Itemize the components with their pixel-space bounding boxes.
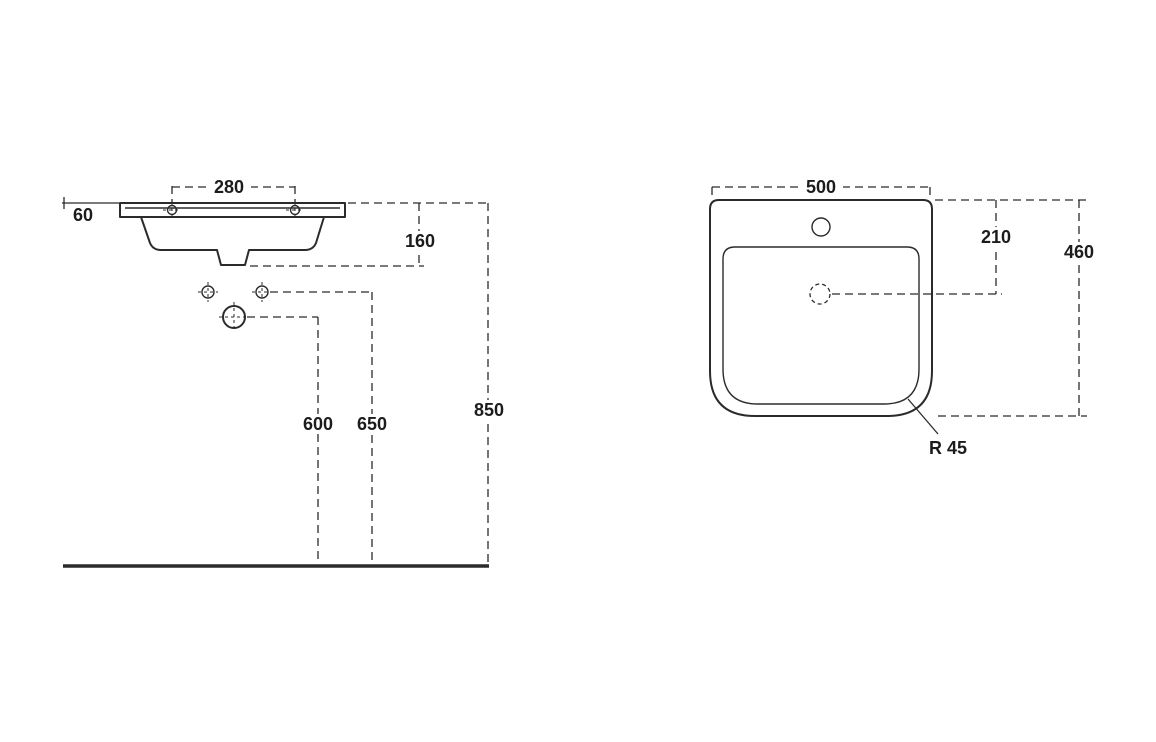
rim-screw-hole-right <box>286 202 304 218</box>
label-bg <box>799 177 843 197</box>
rim-outline <box>119 202 346 218</box>
radius-label: R 45 <box>929 438 967 458</box>
overflow-hole-circle <box>809 283 831 305</box>
dim-width: 500 <box>711 177 931 198</box>
label-bg <box>296 414 340 434</box>
dim-60-label: 60 <box>73 205 93 225</box>
side-view: 280 60 160 <box>62 177 512 568</box>
dim-corner-radius: R 45 <box>907 398 967 458</box>
dim-210-label: 210 <box>981 227 1011 247</box>
dim-rim-offset: 60 <box>62 197 119 225</box>
drain-outlet <box>219 302 249 332</box>
dim-650-label: 650 <box>357 414 387 434</box>
bowl-outline <box>140 216 325 266</box>
dim-160-label: 160 <box>405 231 435 251</box>
label-bg <box>974 227 1018 247</box>
label-bg <box>466 400 512 420</box>
dim-280-label: 280 <box>214 177 244 197</box>
fixing-hole-right <box>252 282 272 302</box>
dim-460-label: 460 <box>1064 242 1094 262</box>
label-bg <box>350 414 394 434</box>
label-bg <box>1057 242 1101 262</box>
fixing-hole-left <box>198 282 218 302</box>
bowl-front-outline <box>722 246 920 405</box>
dim-600-label: 600 <box>303 414 333 434</box>
dim-850-label: 850 <box>474 400 504 420</box>
rim-screw-hole-left <box>163 202 181 218</box>
basin-front-outline <box>709 199 933 417</box>
fixing-hole-circle <box>255 285 269 299</box>
dim-500-label: 500 <box>806 177 836 197</box>
dim-basin-depth: 160 <box>250 202 488 267</box>
label-bg <box>207 177 251 197</box>
dim-height: 460 <box>938 200 1101 417</box>
label-bg <box>398 231 442 251</box>
dim-rim-height: 850 <box>466 203 512 562</box>
dim-hole-spacing: 280 <box>171 177 296 202</box>
basin-side-profile <box>119 202 346 266</box>
dim-tap-to-overflow: 210 <box>832 199 1087 295</box>
dim-drain-height: 600 <box>247 316 340 562</box>
dim-fixing-height: 650 <box>270 291 394 562</box>
fixing-hole-circle <box>201 285 215 299</box>
front-view: 500 210 460 R 45 <box>709 177 1101 458</box>
tap-hole-circle <box>811 217 831 237</box>
leader-line <box>907 398 939 435</box>
